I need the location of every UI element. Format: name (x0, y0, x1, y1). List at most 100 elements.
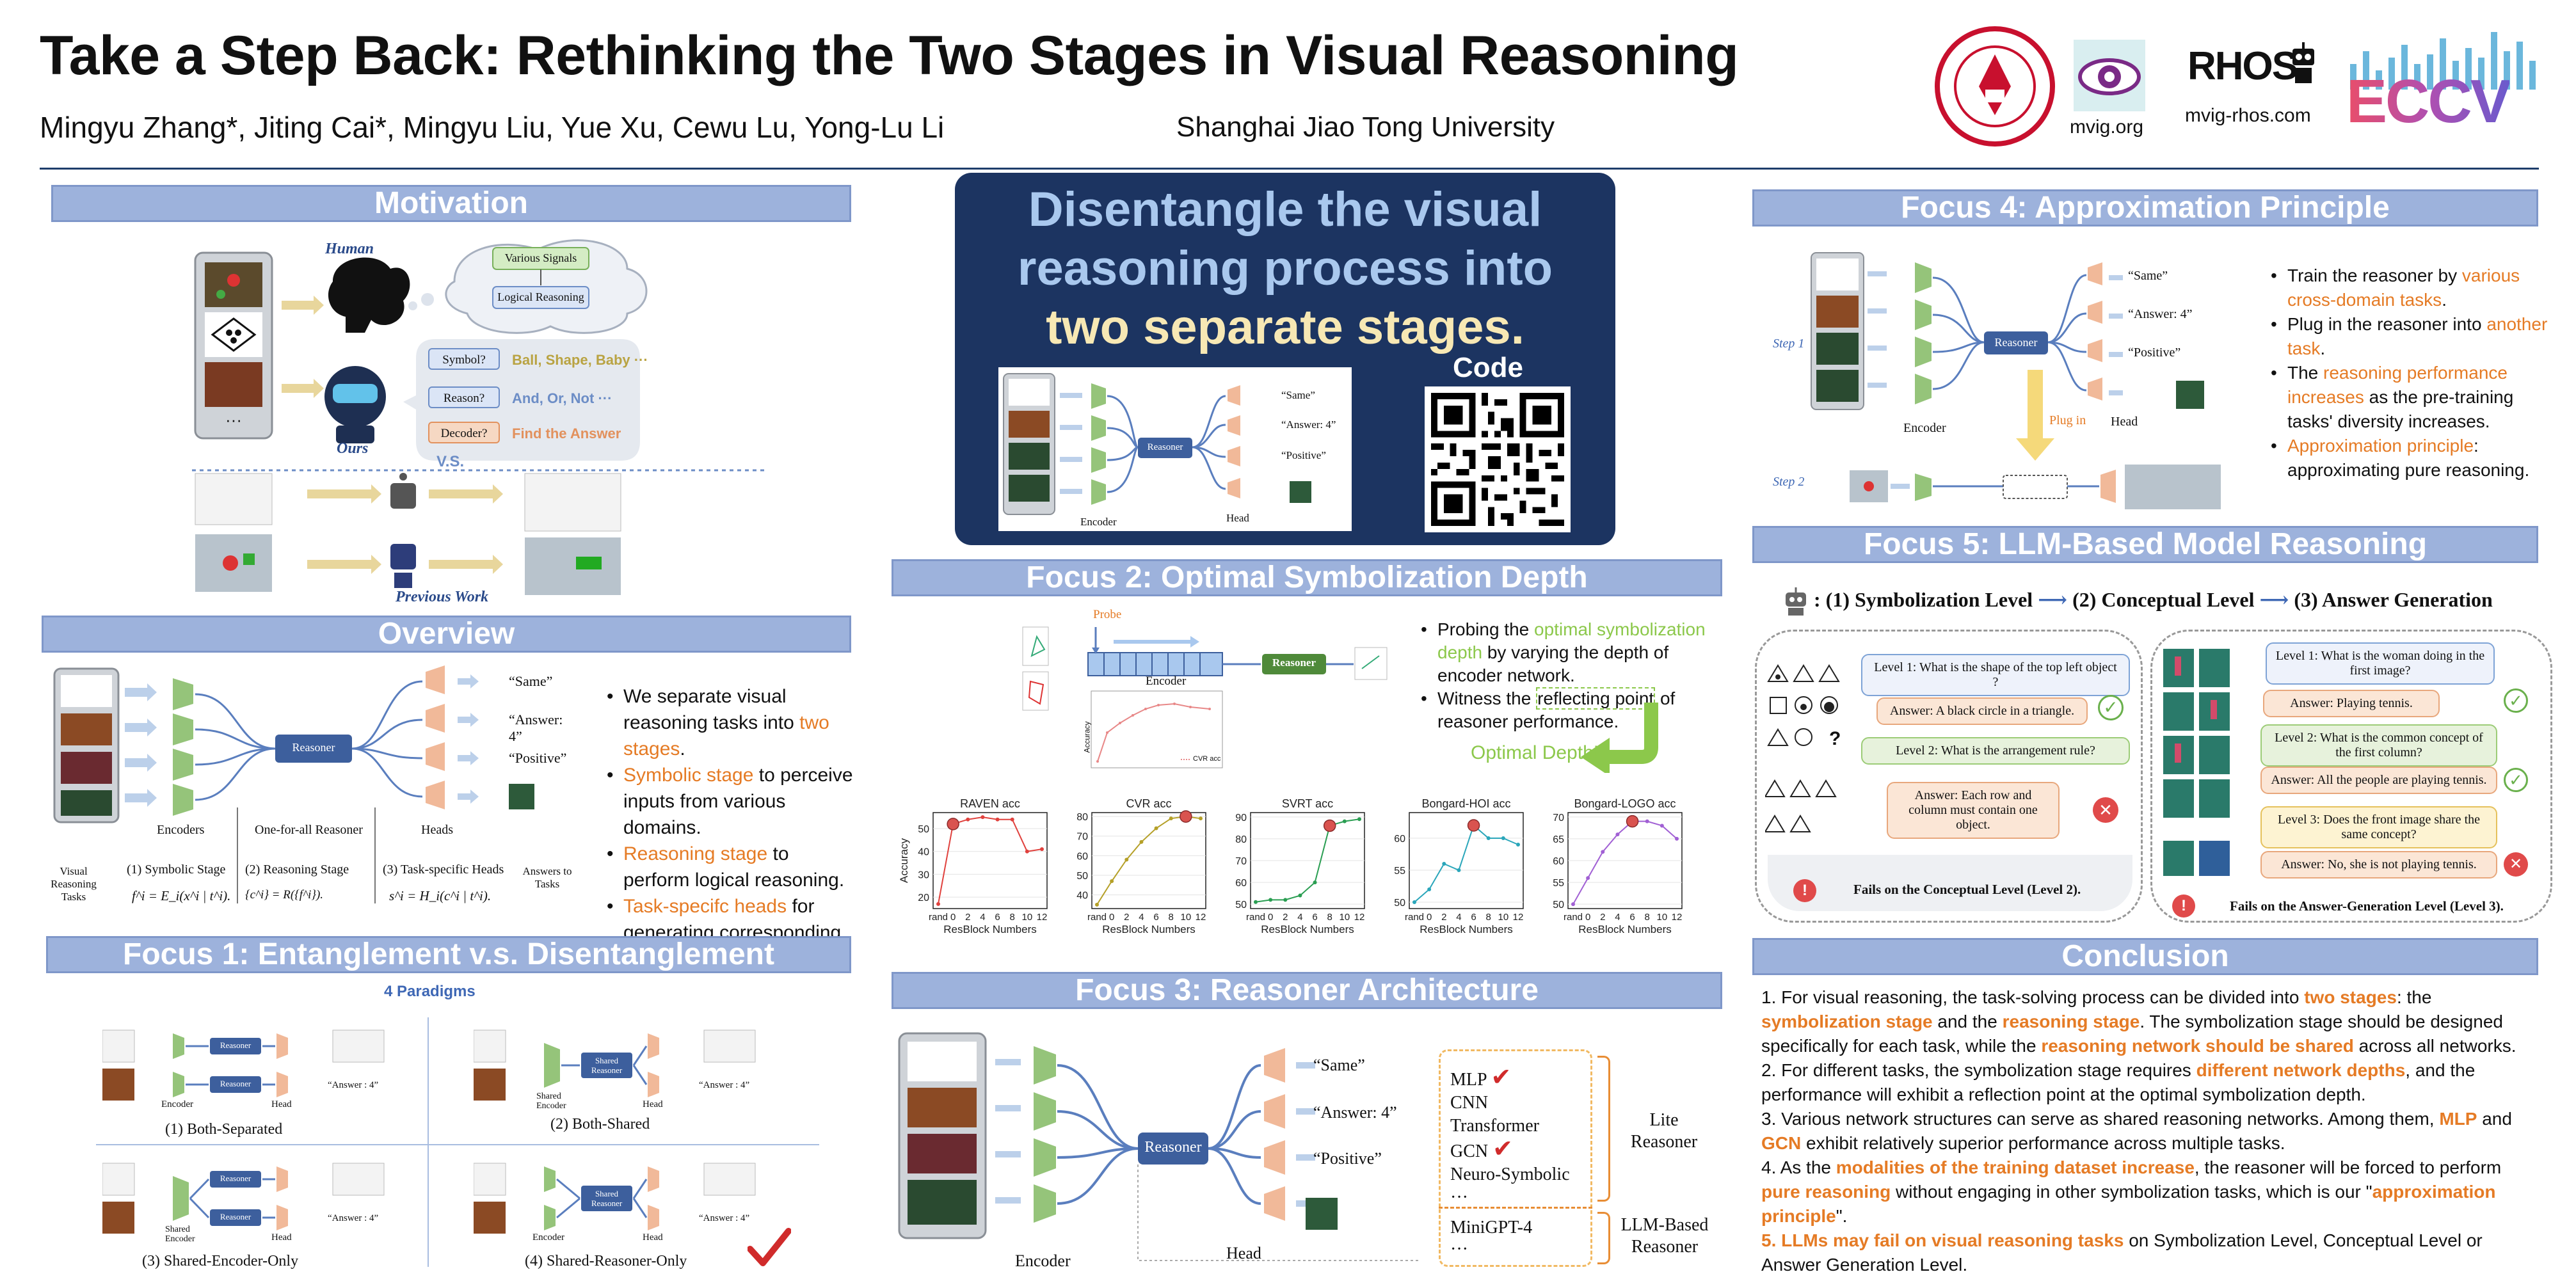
conclusion-segment: 1. For visual reasoning, the task-solvin… (1761, 987, 2305, 1007)
level-robot-icon (1783, 587, 1809, 616)
conclusion-segment: . The symbolization stage should be desi… (2140, 1012, 2503, 1031)
focus3-heading: Focus 3: Reasoner Architecture (892, 972, 1722, 1009)
paradigm-1-label: (1) Both-Separated (165, 1121, 283, 1138)
overview-bullets: We separate visual reasoning tasks into … (607, 683, 856, 972)
paradigm-2-diagram: Shared Reasoner Shared Encoder Head “Ans… (473, 1024, 794, 1113)
overview-divider-2 (374, 807, 376, 903)
paradigm-4-diagram: Shared Reasoner Encoder Head “Answer : 4… (473, 1157, 794, 1246)
conclusion-line: 1. For visual reasoning, the task-solvin… (1761, 985, 2558, 1010)
chart-xlabel: ResBlock Numbers (1102, 923, 1196, 935)
left-fail-note (1768, 855, 2132, 911)
overview-bullet-3: Reasoning stage to perform logical reaso… (607, 841, 856, 893)
banner-out-answer: “Answer: 4” (1281, 418, 1336, 431)
chart-point (1442, 862, 1446, 866)
conclusion-segment: : the (2396, 987, 2432, 1007)
optimal-depth-label: Optimal Depth! (1471, 742, 1599, 763)
banner-reasoner: Reasoner (1147, 442, 1183, 452)
chart-ytick-label: 60 (1076, 851, 1088, 862)
focus5-heading: Focus 5: LLM-Based Model Reasoning (1752, 526, 2538, 563)
f3-out-positive: “Positive” (1313, 1149, 1382, 1168)
chart-ytick-label: 50 (1076, 871, 1088, 882)
conclusion-heading: Conclusion (1752, 938, 2538, 975)
chart-ytick-label: 70 (1235, 856, 1247, 867)
focus4-diagram: Step 1 Step 2 Reasoner “Same” “Answer: 4… (1760, 250, 2266, 518)
chart-point (1645, 819, 1649, 823)
chart-point (980, 815, 985, 820)
paradigm-3-diagram: Reasoner Reasoner Shared Encoder Head “A… (102, 1157, 422, 1246)
overview-heading: Overview (42, 616, 851, 653)
conclusion-segment: 5. LLMs may fail on visual reasoning tas… (1761, 1230, 2124, 1250)
conclusion-segment: without engaging in other symbolization … (1891, 1182, 2372, 1202)
conclusion-segment: approximation (2372, 1182, 2496, 1202)
rhos-robot-icon (2289, 42, 2318, 87)
chart-point (1412, 900, 1416, 904)
conclusion-segment: reasoning network should be shared (2041, 1036, 2354, 1056)
overview-stage1: (1) Symbolic Stage (127, 863, 226, 877)
author-list: Mingyu Zhang*, Jiting Cai*, Mingyu Liu, … (40, 111, 945, 144)
right-q3: Level 3: Does the front image share the … (2260, 806, 2497, 848)
chart-ytick-label: 90 (1235, 813, 1247, 823)
overview-bullet-2: Symbolic stage to perceive inputs from v… (607, 762, 856, 841)
chart-xtick-label: 8 (1010, 912, 1015, 923)
conclusion-line: GCN exhibit relatively superior performa… (1761, 1131, 2558, 1156)
paradigm-3-label: (3) Shared-Encoder-Only (142, 1253, 299, 1269)
formula-head: s^i = H_i(c^i | t^i). (389, 888, 492, 903)
f4-head: Head (2111, 415, 2138, 429)
chart-xtick-label: 2 (1600, 912, 1605, 923)
inset-legend: CVR acc (1193, 755, 1221, 763)
focus2-bullet-2: Witness the reflecting point of reasoner… (1421, 687, 1722, 733)
focus2-bullet-1: Probing the optimal symbolization depth … (1421, 618, 1722, 687)
lite-item-cnn: CNN (1450, 1093, 1489, 1113)
previous-work-label: Previous Work (396, 589, 489, 605)
rhos-logo: RHOS (2188, 44, 2298, 88)
conclusion-line: principle". (1761, 1204, 2558, 1228)
mvig-eye-logo (2074, 40, 2145, 111)
chart-point (1124, 857, 1129, 862)
left-fail-text: Fails on the Conceptual Level (Level 2). (1853, 882, 2081, 897)
optimal-arrow-icon (1581, 703, 1677, 776)
f3-reasoner: Reasoner (1144, 1139, 1202, 1156)
chart-xtick-label: 4 (1297, 912, 1302, 923)
overview-stage2: (2) Reasoning Stage (245, 863, 349, 877)
chart-xtick-label: 6 (1312, 912, 1317, 923)
right-cross-icon: ✕ (2504, 852, 2528, 877)
chart-ytick-label: 40 (918, 847, 929, 858)
p3-shared-encoder: Shared Encoder (165, 1225, 195, 1244)
focus3-diagram: Reasoner “Same” “Answer: 4” “Positive” E… (896, 1030, 1517, 1273)
conclusion-segment: across all networks. (2353, 1036, 2516, 1056)
chart-xtick-label: 0 (950, 912, 956, 923)
reasoner-options-divider (1439, 1207, 1592, 1209)
reason-answer: And, Or, Not ··· (512, 390, 612, 406)
conclusion-segment: on Symbolization Level, Conceptual Level… (2124, 1230, 2483, 1250)
conclusion-segment: and (2477, 1109, 2512, 1129)
decoder-question: Decoder? (440, 427, 488, 440)
shape-puzzle-grid (1764, 659, 1842, 851)
rhos-url: mvig-rhos.com (2185, 105, 2311, 126)
overview-out-positive: “Positive” (509, 750, 567, 766)
conclusion-line: Answer Generation Level. (1761, 1253, 2558, 1277)
left-cross-icon: ✕ (2093, 797, 2118, 823)
conclusion-segment: symbolization stage (1761, 1012, 1933, 1031)
code-qr[interactable] (1425, 386, 1571, 532)
cloud-item-signals: Various Signals (504, 251, 577, 264)
chart-frame (1091, 812, 1206, 909)
banner-line-2: reasoning process into (1017, 241, 1553, 296)
overview-left-label: Visual Reasoning Tasks (51, 865, 97, 903)
p3-reasoner-a: Reasoner (220, 1173, 252, 1183)
p4-shared-reasoner: Shared Reasoner (591, 1189, 623, 1208)
banner-encoder: Encoder (1080, 516, 1117, 528)
level-1-label: : (1) Symbolization Level (1814, 588, 2033, 611)
right-a1: Answer: Playing tennis. (2263, 690, 2440, 717)
chart-ylabel: Accuracy (898, 838, 910, 883)
p3-reasoner-b: Reasoner (220, 1212, 252, 1221)
p1-answer: “Answer : 4” (328, 1080, 379, 1090)
formula-encoder: f^i = E_i(x^i | t^i). (132, 888, 231, 903)
chart-xtick-label: 12 (1672, 912, 1683, 923)
chart-xtick-label: 0 (1427, 912, 1432, 923)
chart-xtick-label: 2 (965, 912, 970, 923)
cloud-item-logic: Logical Reasoning (497, 290, 584, 303)
chart-xtick-label: 6 (1153, 912, 1158, 923)
chart-point (1660, 823, 1664, 828)
conclusion-segment: exhibit relatively superior performance … (1801, 1133, 2285, 1153)
